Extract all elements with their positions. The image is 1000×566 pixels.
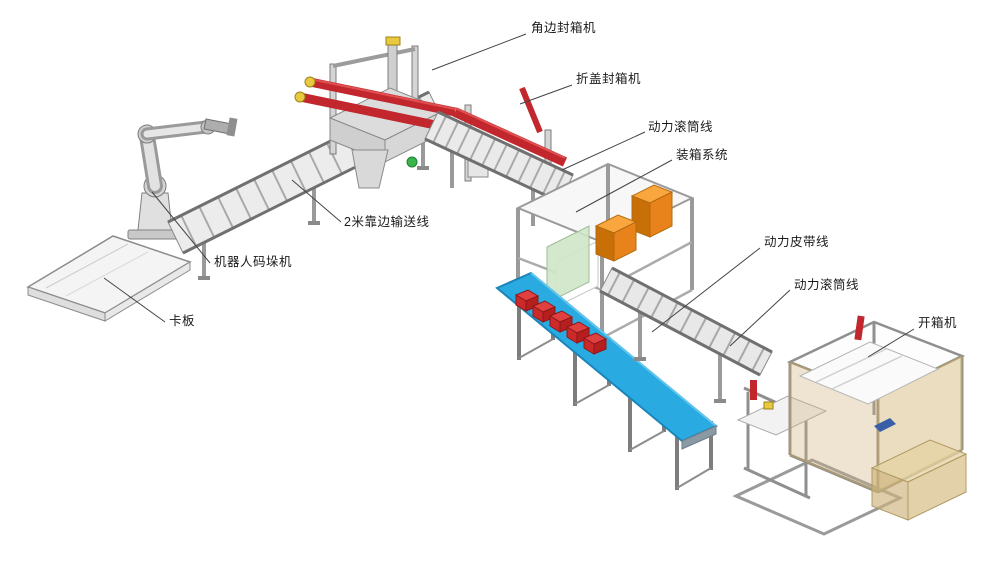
label-case-erector: 开箱机: [918, 316, 958, 330]
label-power-roller-line-right: 动力滚筒线: [794, 278, 860, 292]
label-power-belt-line: 动力皮带线: [764, 235, 830, 249]
corner-sealing-machine: [294, 36, 456, 189]
label-robot-palletizer: 机器人码垛机: [214, 255, 293, 269]
palletizing-robot: [127, 117, 238, 240]
label-power-roller-line-top: 动力滚筒线: [648, 120, 714, 134]
carton-stack: [594, 184, 674, 262]
label-corner-sealer: 角边封箱机: [531, 21, 597, 35]
pallet-board: [26, 235, 192, 322]
label-flap-sealer: 折盖封箱机: [576, 72, 642, 86]
label-packing-system: 装箱系统: [676, 148, 729, 162]
label-edge-conveyor: 2米靠边输送线: [344, 215, 430, 229]
leader-lines: [103, 33, 915, 358]
red-cartons-row: [514, 289, 608, 355]
label-pallet: 卡板: [169, 314, 196, 328]
power-roller-conveyor-right: [599, 266, 773, 403]
case-packing-system: [515, 162, 695, 340]
case-erector-machine: [732, 315, 968, 536]
